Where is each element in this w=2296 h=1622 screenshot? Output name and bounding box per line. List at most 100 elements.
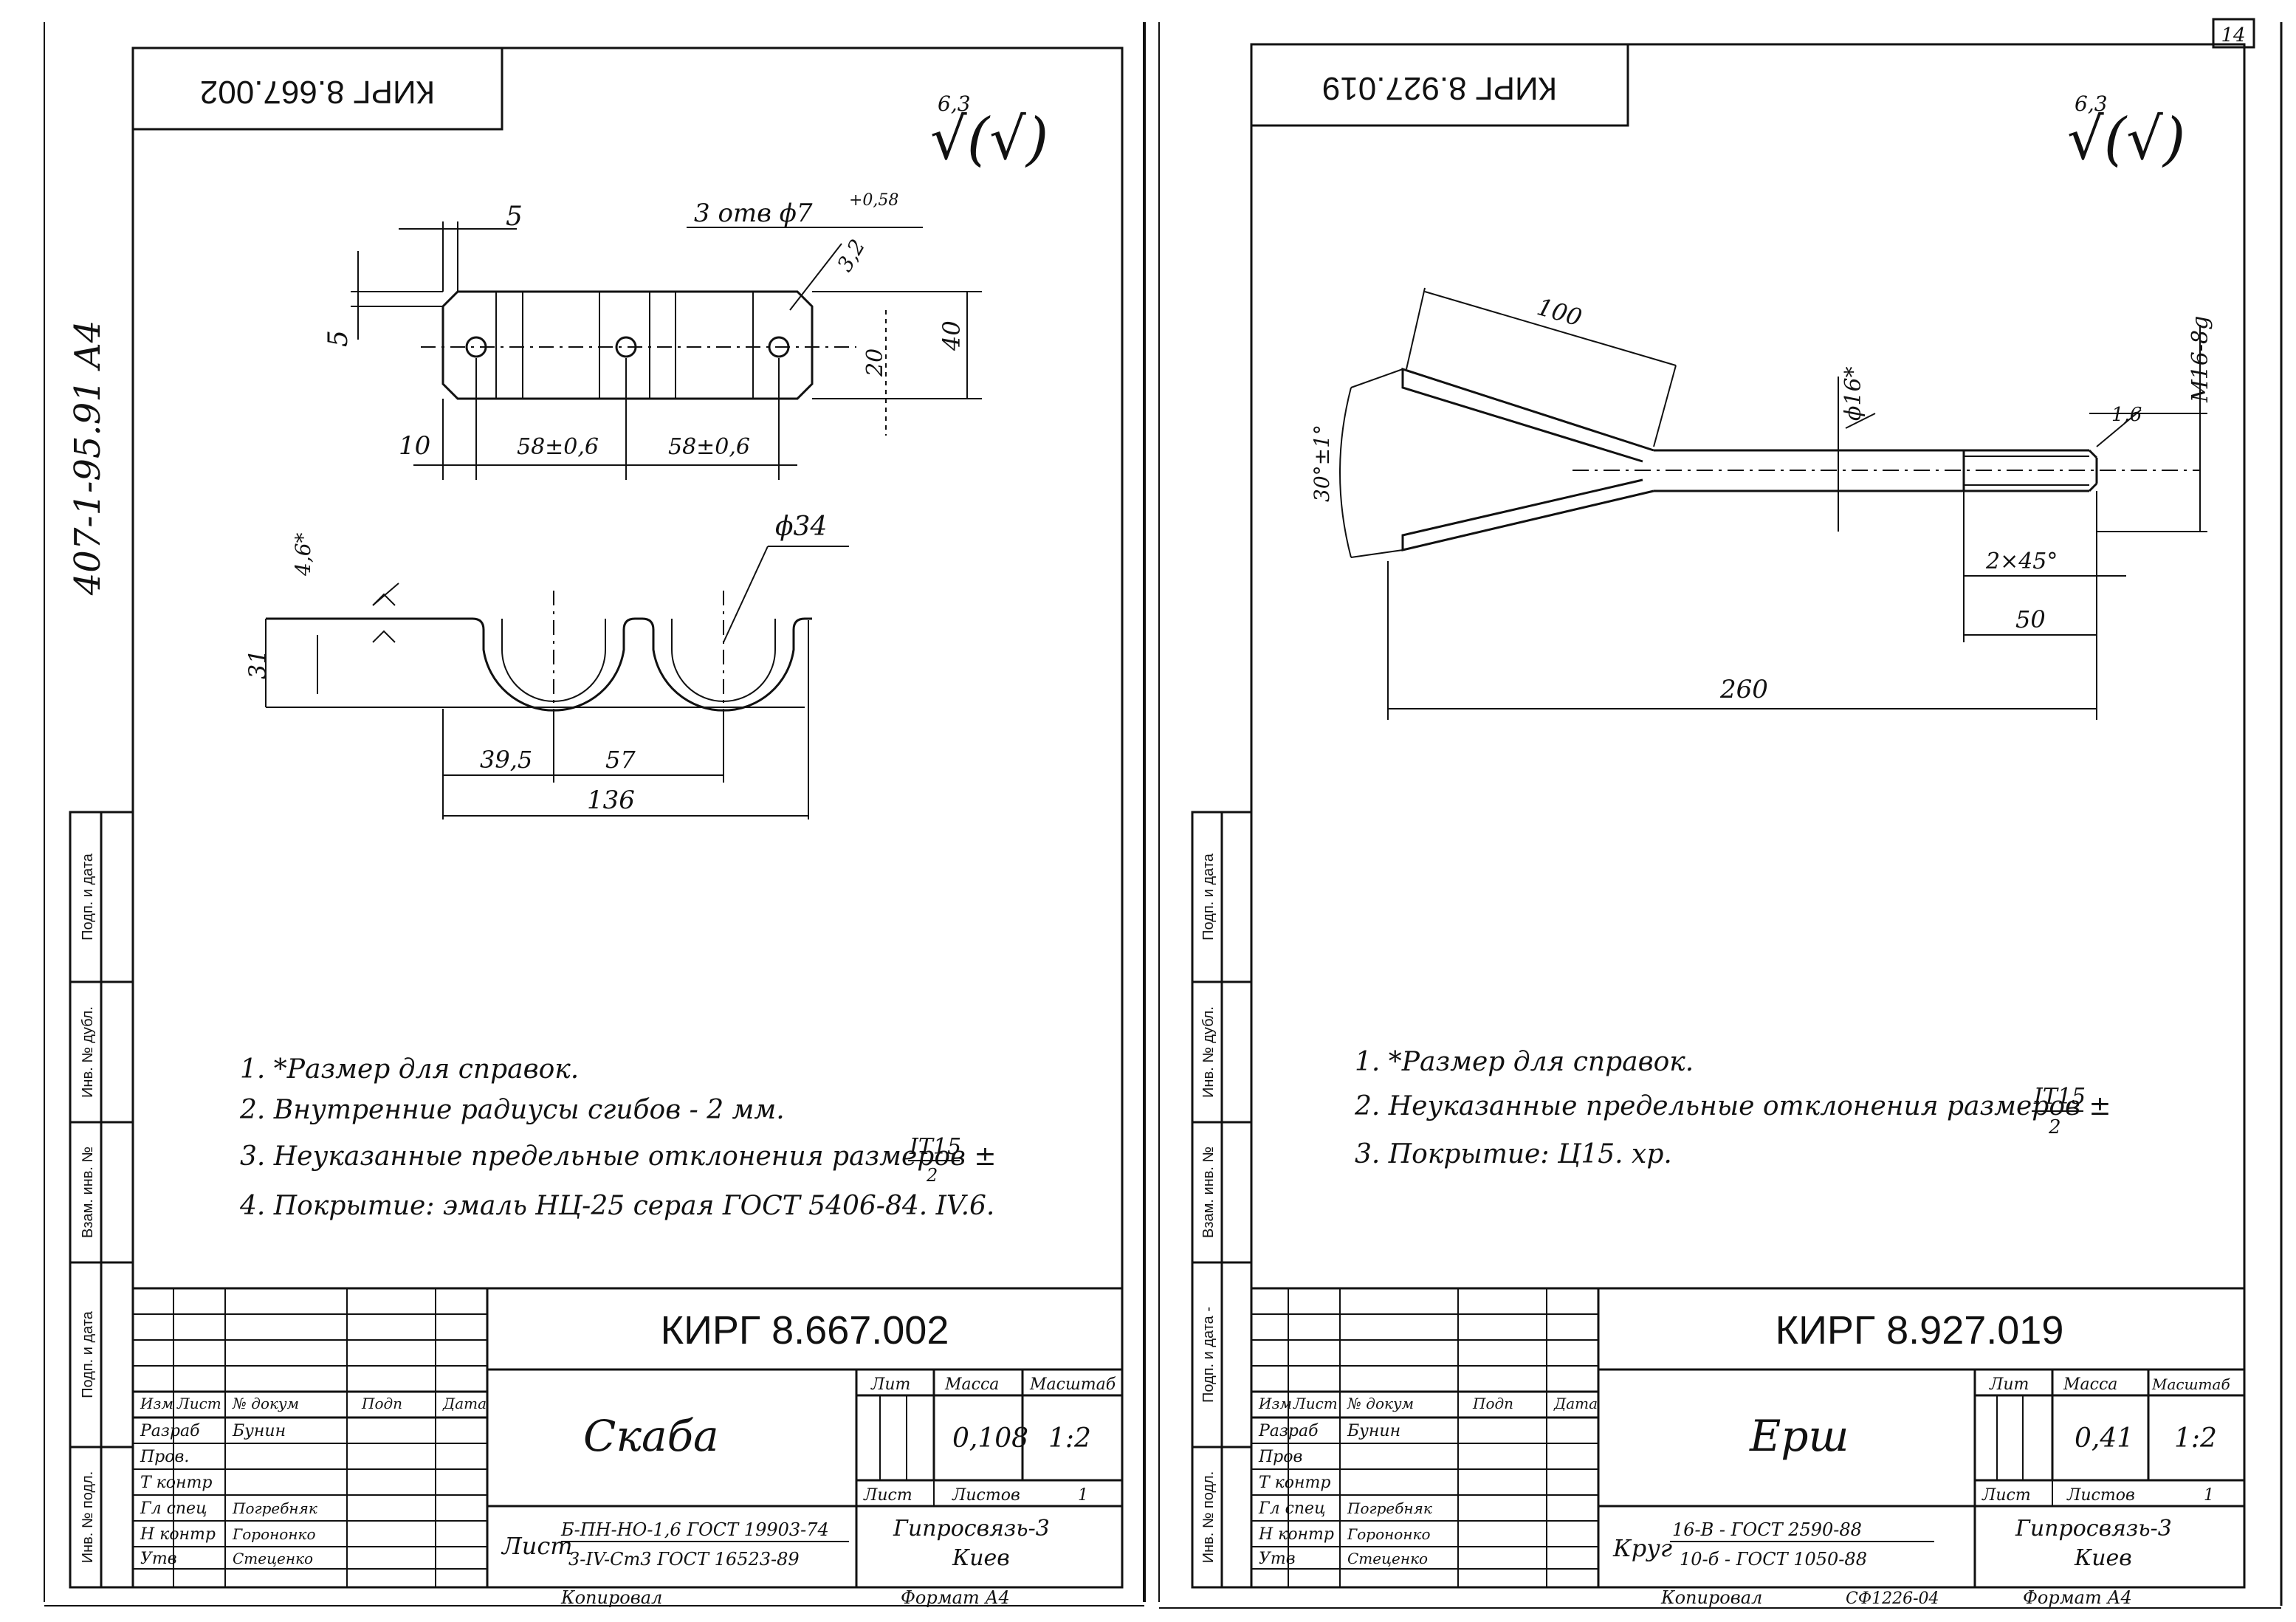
svg-text:5: 5 [506,202,523,232]
svg-text:+0,58: +0,58 [849,191,898,210]
right-title-code: КИРГ 8.927.019 [1776,1308,2064,1353]
svg-text:Листов: Листов [2066,1486,2135,1505]
left-notes: 1. *Размер для справок. 2. Внутренние ра… [239,1054,997,1221]
svg-text:Дата: Дата [442,1395,487,1412]
page-frame [44,22,2283,1609]
svg-text:Масштаб: Масштаб [2151,1375,2230,1393]
left-roughness-symbol: 6,3 √(√) [930,92,1048,173]
left-note-3-frac-bot: 2 [926,1165,938,1186]
right-sheet: КИРГ 8.927.019 6,3 √(√) Подп. и дата Инв… [1191,43,2246,1608]
svg-text:√(√): √(√) [2067,106,2185,173]
svg-text:Инв. № дубл.: Инв. № дубл. [1200,1006,1217,1098]
right-note-2-frac-bot: 2 [2048,1116,2061,1138]
right-side-stamp-labels: Подп. и дата Инв. № дубл. Взам. инв. № П… [1200,853,1217,1563]
left-sheet: КИРГ 8.667.002 6,3 √(√) Подп. и дата Инв… [69,47,1124,1608]
svg-text:Утв: Утв [140,1550,177,1568]
svg-text:Разраб: Разраб [1258,1422,1319,1440]
right-note-1: 1. *Размер для справок. [1355,1047,1694,1077]
svg-text:Стеценко: Стеценко [233,1550,313,1567]
svg-text:Т контр: Т контр [140,1474,213,1492]
svg-text:№ докум: № докум [1347,1395,1414,1412]
left-title-block-text: КИРГ 8.667.002 Скаба Изм Лист № докум По… [140,1308,1116,1608]
right-title-block-text: КИРГ 8.927.019 Ерш Изм Лист № докум Подп… [1258,1308,2230,1608]
svg-text:Копировал: Копировал [560,1587,662,1608]
right-roughness-symbol: 6,3 √(√) [2067,92,2185,173]
left-profile-dims: ϕ34 4,6* 31 39,5 57 136 [244,512,827,815]
svg-text:3-IV-Ст3 ГОСТ 16523-89: 3-IV-Ст3 ГОСТ 16523-89 [568,1549,800,1570]
svg-text:39,5: 39,5 [480,746,532,774]
svg-text:4,6*: 4,6* [291,532,315,577]
svg-text:6,3: 6,3 [2075,92,2108,116]
svg-text:3,2: 3,2 [832,235,870,275]
left-note-3: 3. Неуказанные предельные отклонения раз… [240,1141,997,1172]
svg-text:2×45°: 2×45° [1985,549,2058,574]
left-title-code: КИРГ 8.667.002 [661,1308,949,1353]
svg-text:1: 1 [2204,1486,2214,1505]
svg-text:Лист: Лист [863,1486,912,1505]
svg-text:Формат А4: Формат А4 [2023,1587,2132,1608]
right-part-view [1339,287,2207,720]
right-note-2-frac-top: IT15 [2033,1084,2086,1110]
left-side-stamp-labels: Подп. и дата Инв. № дубл. Взам. инв. № П… [80,853,96,1563]
left-side-stamp [69,811,134,1589]
svg-text:Гл спец: Гл спец [140,1499,207,1518]
svg-text:Изм: Изм [1258,1395,1292,1412]
svg-text:Бунин: Бунин [232,1422,286,1440]
svg-text:58±0,6: 58±0,6 [517,434,599,460]
right-top-code: КИРГ 8.927.019 [1322,70,1557,106]
svg-text:Листов: Листов [952,1486,1020,1505]
svg-text:Лист: Лист [1293,1395,1338,1412]
left-top-code: КИРГ 8.667.002 [200,74,435,110]
page-number: 14 [2221,24,2245,47]
svg-text:57: 57 [605,746,636,774]
svg-text:Инв. № дубл.: Инв. № дубл. [80,1006,96,1098]
right-part-dims: 100 30°±1° ϕ16* M16-8g 1,6 2×45° 50 260 [1310,292,2213,704]
svg-text:Взам. инв. №: Взам. инв. № [80,1147,96,1238]
svg-text:Подп: Подп [361,1395,402,1412]
right-side-stamp [1191,811,1253,1589]
svg-text:Погребняк: Погребняк [232,1499,317,1517]
right-top-code-box [1250,43,1629,127]
svg-text:Б-ПН-НО-1,6 ГОСТ 19903-74: Б-ПН-НО-1,6 ГОСТ 19903-74 [560,1519,829,1540]
svg-text:3 отв ϕ7: 3 отв ϕ7 [694,199,813,228]
svg-text:Взам. инв. №: Взам. инв. № [1200,1147,1217,1238]
page-number-box: 14 [2212,18,2255,49]
svg-text:СФ1226-04: СФ1226-04 [1846,1590,1939,1608]
svg-text:Т контр: Т контр [1259,1474,1331,1492]
left-title-block [131,1287,1124,1589]
right-note-2: 2. Неуказанные предельные отклонения раз… [1354,1091,2111,1121]
svg-text:Подп. и дата: Подп. и дата [1200,853,1217,941]
left-plan-dims: 5 3 отв ϕ7 +0,58 3,2 5 20 40 10 58±0,6 5… [323,191,966,461]
right-notes: 1. *Размер для справок. 2. Неуказанные п… [1354,1047,2111,1169]
svg-text:Утв: Утв [1259,1550,1296,1568]
svg-text:Лит: Лит [870,1375,910,1394]
svg-text:Стеценко: Стеценко [1347,1550,1428,1567]
svg-text:260: 260 [1719,675,1768,704]
svg-text:M16-8g: M16-8g [2187,316,2213,403]
svg-text:Пров.: Пров. [140,1448,189,1466]
svg-text:Горононко: Горононко [1347,1525,1431,1543]
svg-text:Изм: Изм [140,1395,173,1412]
svg-text:Подп. и дата: Подп. и дата [80,853,96,941]
left-note-1: 1. *Размер для справок. [240,1054,579,1085]
svg-text:50: 50 [2015,605,2046,633]
right-note-3: 3. Покрытие: Ц15. хр. [1355,1139,1672,1169]
svg-text:Инв. № подл.: Инв. № подл. [1200,1471,1217,1564]
left-note-3-frac-top: IT15 [909,1134,961,1160]
svg-text:0,108: 0,108 [952,1423,1028,1454]
svg-text:Лист: Лист [176,1395,221,1412]
svg-text:Горононко: Горононко [232,1525,316,1543]
svg-text:Дата: Дата [1553,1395,1598,1412]
svg-text:Гл спец: Гл спец [1258,1499,1325,1518]
svg-text:Подп. и дата: Подп. и дата [80,1310,96,1398]
svg-text:Формат А4: Формат А4 [901,1587,1010,1608]
right-frame [1250,43,2246,1589]
svg-text:1:2: 1:2 [1048,1423,1091,1454]
svg-text:Лит: Лит [1989,1375,2029,1394]
svg-text:ϕ16*: ϕ16* [1840,366,1866,421]
svg-text:Инв. № подл.: Инв. № подл. [80,1471,96,1564]
svg-text:Масса: Масса [2063,1375,2117,1394]
svg-text:1:2: 1:2 [2174,1423,2217,1454]
left-top-code-box [131,47,503,131]
svg-text:10-б - ГОСТ 1050-88: 10-б - ГОСТ 1050-88 [1680,1549,1867,1570]
